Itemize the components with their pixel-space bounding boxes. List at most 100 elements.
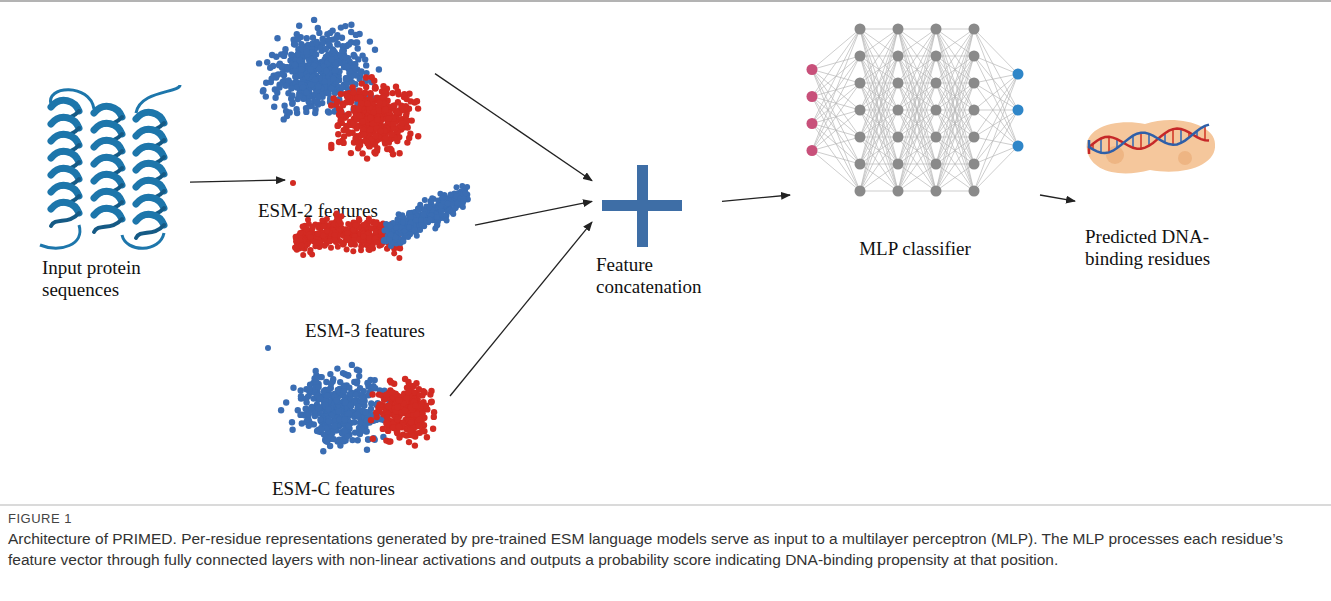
scatter-dot	[303, 49, 309, 55]
scatter-dot	[421, 212, 427, 218]
scatter-dot	[405, 124, 411, 130]
scatter-dot	[290, 385, 296, 391]
scatter-dot	[364, 155, 370, 161]
scatter-dot	[264, 59, 270, 65]
helix-turn	[94, 140, 122, 151]
scatter-dot	[303, 105, 309, 111]
scatter-dot	[270, 63, 276, 69]
scatter-dot	[383, 135, 389, 141]
scatter-dot	[323, 68, 329, 74]
scatter-dot	[310, 35, 316, 41]
scatter-dot	[296, 23, 302, 29]
feature-node: ESM-3 features	[285, 175, 475, 342]
scatter-dot	[391, 102, 397, 108]
scatter-dot	[330, 76, 336, 82]
scatter-dot	[403, 96, 409, 102]
scatter-dot	[283, 399, 289, 405]
scatter-dot	[294, 238, 300, 244]
scatter-dot	[342, 54, 348, 60]
scatter-dot	[395, 88, 401, 94]
scatter-dot	[316, 30, 322, 36]
scatter-dot	[284, 64, 290, 70]
scatter-dot	[417, 227, 423, 233]
scatter-dot	[355, 140, 361, 146]
helix-back	[51, 213, 79, 226]
scatter-dot	[304, 226, 310, 232]
scatter-dot	[407, 131, 413, 137]
scatter-dot	[445, 201, 451, 207]
helix-turn	[51, 100, 79, 111]
scatter-dot	[361, 233, 367, 239]
scatter-dot	[327, 30, 333, 36]
scatter-dot	[341, 383, 347, 389]
scatter-dot	[297, 58, 303, 64]
scatter-dot	[328, 145, 334, 151]
protein-loop	[136, 85, 180, 113]
scatter-dot	[366, 216, 372, 222]
scatter-dot	[292, 62, 298, 68]
scatter-dot	[295, 51, 301, 57]
scatter-dot	[334, 98, 340, 104]
scatter-dot	[320, 223, 326, 229]
helix-turn	[136, 163, 164, 174]
scatter-dot	[328, 245, 334, 251]
scatter-dot	[346, 41, 352, 47]
scatter-dot	[339, 35, 345, 41]
scatter-dot	[356, 216, 362, 222]
scatter-dot	[281, 116, 287, 122]
scatter-dot	[271, 104, 277, 110]
helix-turn	[51, 202, 79, 213]
scatter-dot	[369, 74, 375, 80]
scatter-dot	[358, 68, 364, 74]
scatter-dot	[316, 94, 322, 100]
scatter-dot	[372, 150, 378, 156]
scatter-dot	[357, 94, 363, 100]
scatter-dot	[283, 82, 289, 88]
scatter-dot	[260, 88, 266, 94]
node-illustration	[260, 340, 450, 468]
helix-turn	[94, 208, 122, 219]
scatter-dot	[344, 93, 350, 99]
scatter-dot	[333, 35, 339, 41]
helix-turn	[51, 134, 79, 145]
scatter-dot	[256, 60, 262, 66]
scatter-dot	[426, 204, 432, 210]
scatter-dot	[373, 239, 379, 245]
scatter-dot	[350, 248, 356, 254]
scatter-dot	[335, 131, 341, 137]
scatter-dot	[344, 63, 350, 69]
scatter-dot	[372, 133, 378, 139]
helix-turn	[136, 112, 164, 123]
scatter-dot	[362, 89, 368, 95]
scatter-dot	[355, 45, 361, 51]
protein-loop	[50, 90, 94, 109]
scatter-dot	[339, 47, 345, 53]
helix-back	[136, 225, 164, 238]
scatter-dot	[378, 128, 384, 134]
scatter-dot	[408, 214, 414, 220]
scatter-dot	[461, 198, 467, 204]
helix-turn	[94, 106, 122, 117]
scatter-dot	[348, 150, 354, 156]
scatter-dot	[402, 228, 408, 234]
scatter-dot	[452, 205, 458, 211]
scatter-dot	[342, 23, 348, 29]
scatter-dot	[326, 109, 332, 115]
scatter-dot	[412, 99, 418, 105]
scatter-dot	[415, 105, 421, 111]
node-illustration	[30, 85, 190, 255]
scatter-dot	[356, 113, 362, 119]
scatter-dot	[328, 56, 334, 62]
scatter-dot	[272, 95, 278, 101]
feature-node: ESM-2 features	[240, 10, 435, 222]
scatter-dot	[324, 228, 330, 234]
scatter-dot	[332, 232, 338, 238]
scatter-dot	[384, 146, 390, 152]
scatter-dot	[400, 219, 406, 225]
input-node: Input protein sequences	[30, 85, 190, 301]
scatter-dot	[388, 232, 394, 238]
scatter-dot	[315, 83, 321, 89]
scatter-dot	[389, 131, 395, 137]
scatter-dot	[463, 190, 469, 196]
helix-turn	[136, 129, 164, 140]
